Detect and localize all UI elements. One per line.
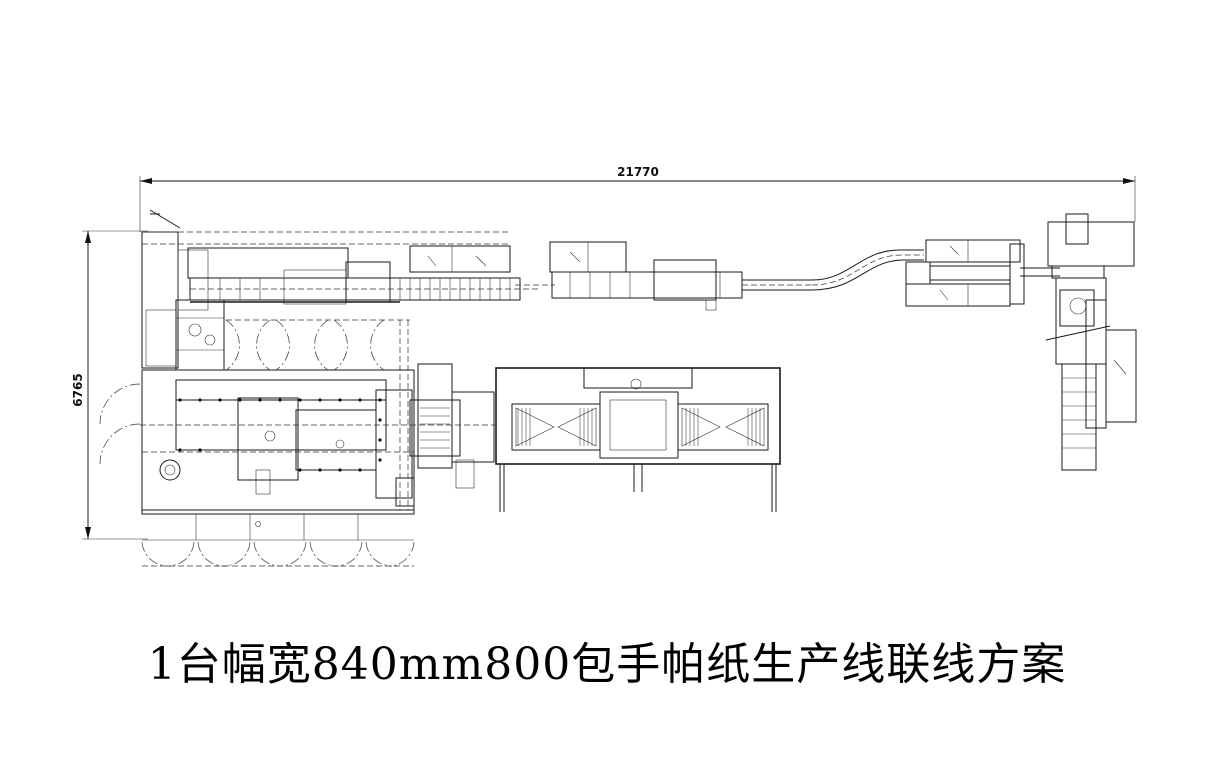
dust-collector-frame — [495, 367, 781, 512]
length-dimension: 21770 — [139, 165, 1136, 232]
packing-machine — [1045, 213, 1137, 471]
log-saw-section — [99, 320, 415, 567]
accumulator-section — [409, 363, 495, 489]
length-dimension-label: 21770 — [617, 165, 659, 179]
folding-conveyor — [187, 245, 540, 305]
width-dimension-label: 6765 — [71, 373, 85, 406]
bundler-infeed — [905, 239, 1060, 307]
unwind-section — [141, 209, 510, 371]
drawing-title: 1台幅宽840mm800包手帕纸生产线联线方案 — [147, 639, 1067, 690]
width-dimension: 6765 — [71, 230, 148, 540]
transfer-conveyor — [515, 241, 924, 311]
